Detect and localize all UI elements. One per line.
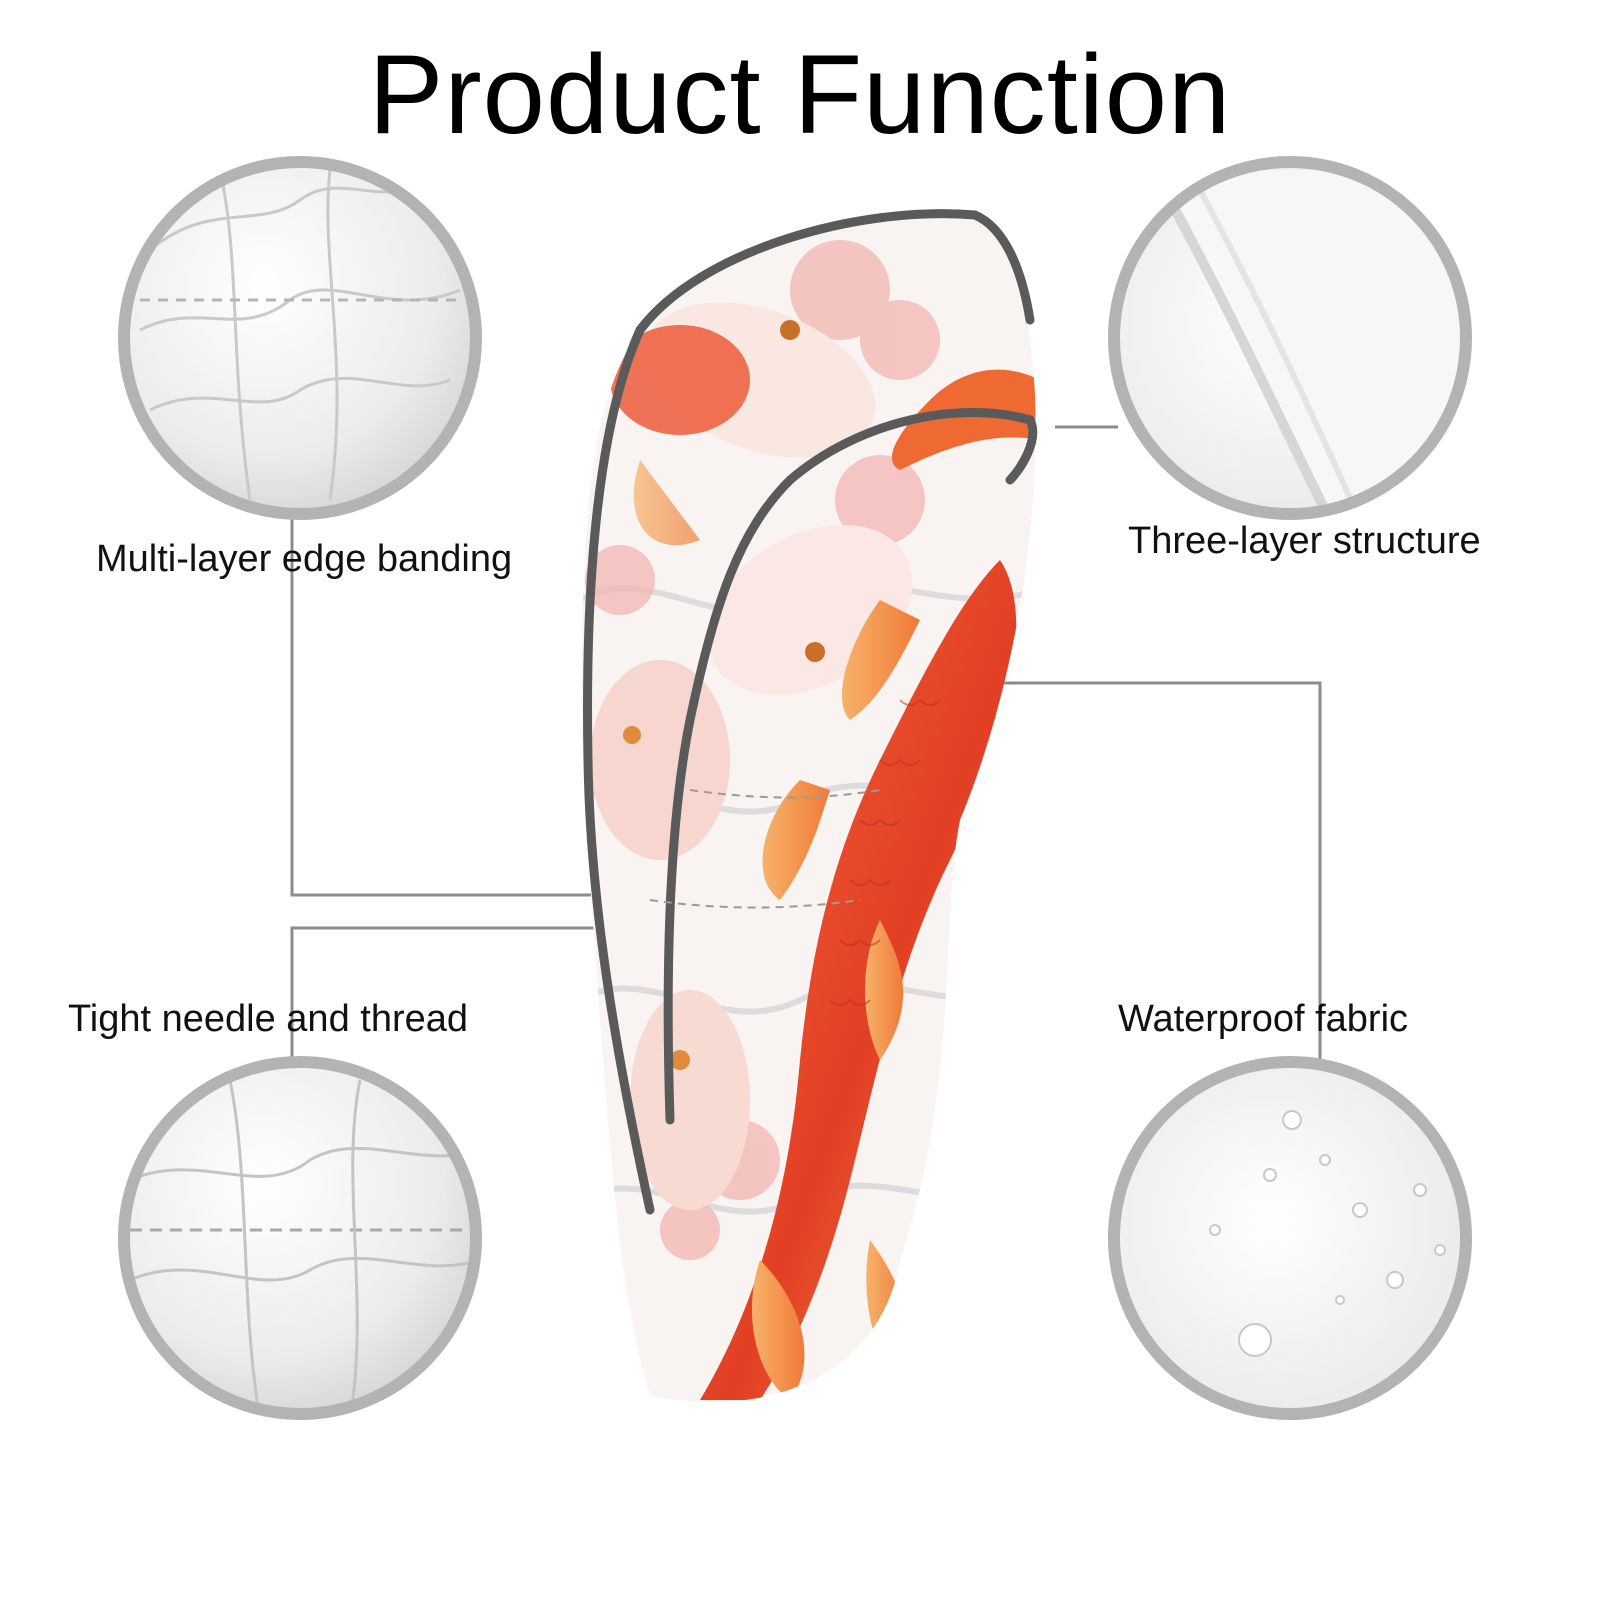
detail-circle-waterproof — [1108, 1056, 1472, 1420]
leader-line-waterproof — [925, 681, 1322, 1082]
detail-circle-edge-banding — [118, 156, 482, 520]
feature-label-waterproof-fabric: Waterproof fabric — [1118, 998, 1409, 1040]
edge-piping — [583, 209, 1038, 1215]
feature-label-multi-layer-edge-banding: Multi-layer edge banding — [96, 538, 513, 580]
koi-orange-top — [891, 369, 1036, 470]
koi-pale-bottom — [630, 990, 750, 1210]
koi-red-large — [700, 560, 1017, 1400]
seam-stitching — [649, 789, 881, 909]
leader-line-tight-needle — [290, 926, 610, 1082]
detail-circle-stitching — [118, 1056, 482, 1420]
page-title: Product Function — [368, 32, 1232, 157]
leader-line-multi-layer — [290, 516, 600, 897]
feature-label-three-layer-structure: Three-layer structure — [1128, 520, 1481, 562]
koi-pale-top — [610, 302, 876, 546]
feature-label-tight-needle-and-thread: Tight needle and thread — [68, 998, 469, 1040]
detail-circle-three-layer — [1108, 156, 1472, 520]
golf-headcover — [581, 213, 1036, 1403]
